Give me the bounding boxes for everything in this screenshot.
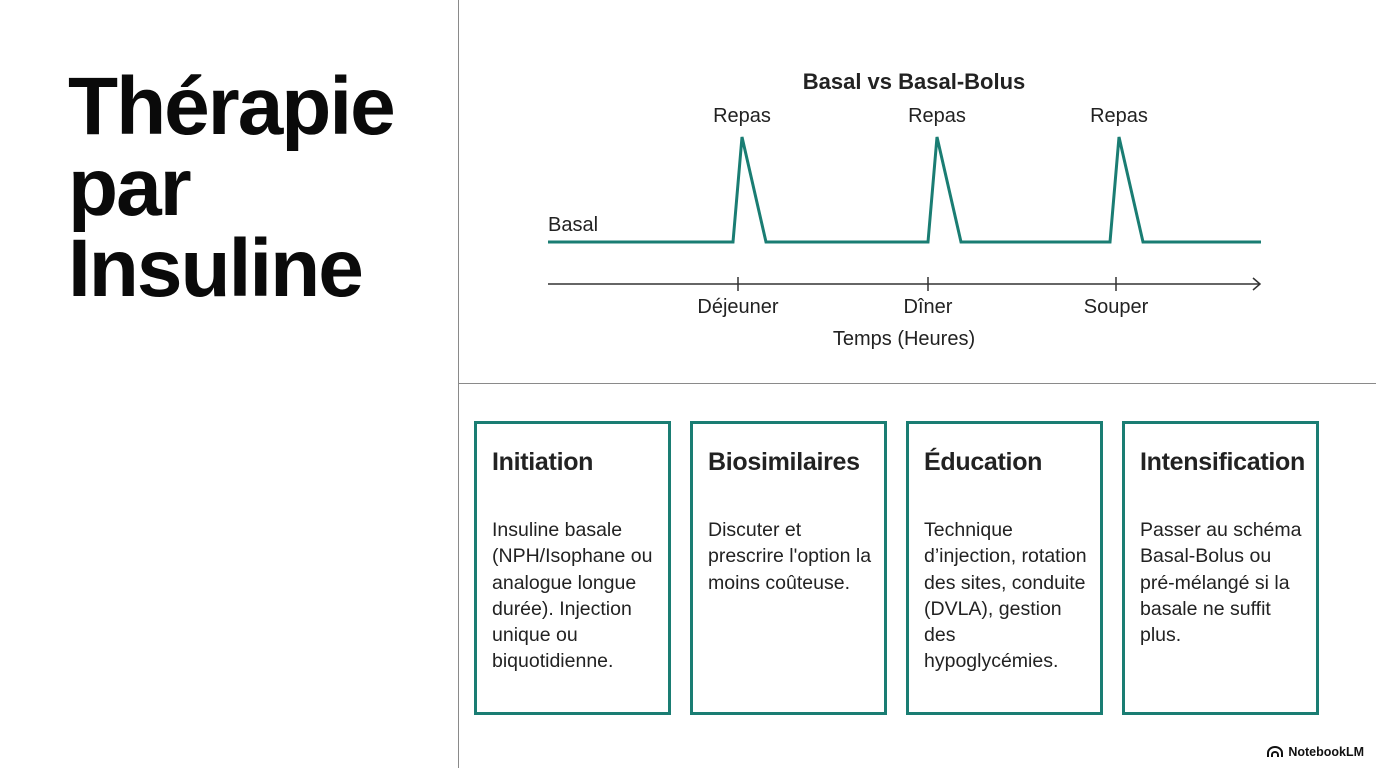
vertical-divider [458, 0, 459, 768]
notebooklm-logo: NotebookLM [1267, 745, 1364, 759]
logo-text: NotebookLM [1288, 745, 1364, 759]
peak-label-2: Repas [908, 105, 966, 127]
diagram-title: Basal vs Basal-Bolus [803, 69, 1026, 94]
card-body: Passer au schéma Basal-Bolus ou pré-méla… [1140, 519, 1302, 647]
title-line-1: Thérapie [68, 61, 396, 152]
card-body: Technique d’injection, rotation des site… [924, 519, 1087, 673]
card-initiation: Initiation Insuline basale (NPH/Isophane… [474, 421, 671, 715]
card-biosimilaires: Biosimilaires Discuter et prescrire l'op… [690, 421, 887, 715]
time-axis-arrowhead [1252, 277, 1262, 291]
card-body: Insuline basale (NPH/Isophane ou analogu… [492, 519, 653, 673]
tick-label-1: Déjeuner [697, 296, 779, 318]
peak-label-1: Repas [713, 105, 771, 127]
card-body: Discuter et prescrire l'option la moins … [708, 519, 872, 594]
horizontal-divider [458, 383, 1376, 384]
insulin-profile-line [548, 136, 1261, 244]
page-title: Thérapie par Insuline [68, 61, 396, 314]
card-title: Initiation [492, 448, 594, 476]
card-title: Intensification [1140, 448, 1305, 476]
tick-label-3: Souper [1084, 296, 1149, 318]
insulin-profile-diagram: Basal vs Basal-Bolus Repas Repas Repas B… [548, 69, 1262, 350]
card-title: Éducation [924, 448, 1043, 476]
notebooklm-icon [1267, 746, 1284, 757]
tick-label-2: Dîner [904, 296, 953, 318]
peak-label-3: Repas [1090, 105, 1148, 127]
basal-label: Basal [548, 214, 598, 236]
card-intensification: Intensification Passer au schéma Basal-B… [1122, 421, 1319, 715]
card-education: Éducation Technique d’injection, rotatio… [906, 421, 1103, 715]
title-line-3: Insuline [68, 223, 364, 314]
x-axis-label: Temps (Heures) [833, 328, 975, 350]
card-title: Biosimilaires [708, 448, 860, 476]
title-line-2: par [68, 142, 192, 233]
